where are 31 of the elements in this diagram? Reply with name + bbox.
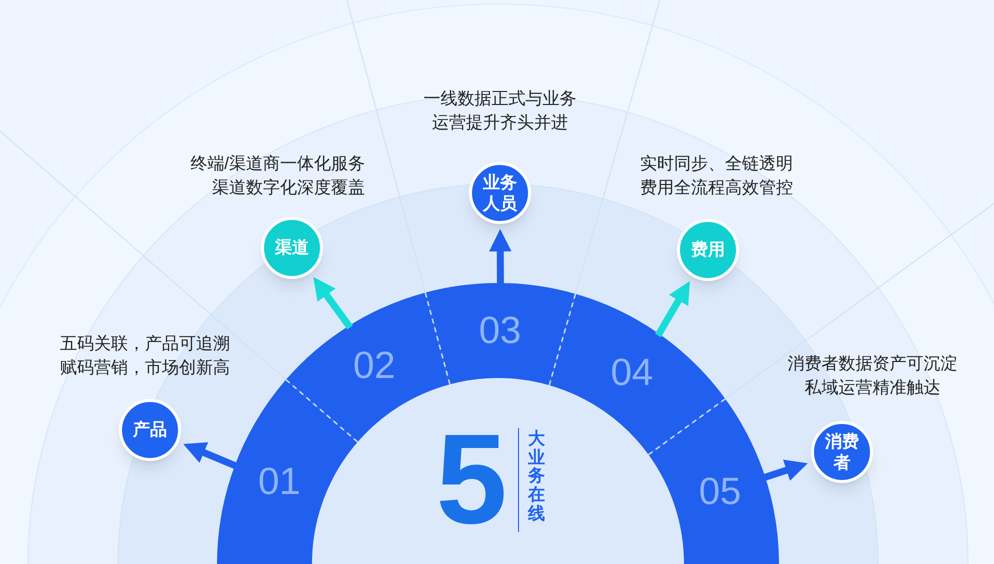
description-text: 费用全流程高效管控 <box>640 177 794 198</box>
vertical-label: 大业务在线 <box>528 430 545 524</box>
ring-segment <box>217 379 358 564</box>
description-text: 赋码营销，市场创新高 <box>59 357 230 378</box>
ring-segment <box>549 293 726 455</box>
description-text: 五码关联，产品可追溯 <box>59 333 230 354</box>
circle-label: 费用 <box>690 239 726 261</box>
arrow <box>183 442 238 470</box>
circle-label: 消费者 <box>824 430 860 474</box>
ring-segment <box>425 283 576 386</box>
description-text: 私域运营精准触达 <box>804 377 942 398</box>
arrow <box>655 281 690 338</box>
description-text: 实时同步、全链透明 <box>640 153 794 174</box>
big-number: 5 <box>436 416 508 544</box>
segment-number: 05 <box>698 472 742 511</box>
ring-segment <box>648 398 779 564</box>
circle-label: 产品 <box>132 419 168 441</box>
segment-number: 04 <box>610 354 654 392</box>
arrow <box>762 460 808 482</box>
circle-label: 业务人员 <box>482 172 518 214</box>
arrow <box>313 277 353 330</box>
circle-label: 渠道 <box>274 237 310 259</box>
segment-number: 02 <box>353 346 396 385</box>
description-text: 终端/渠道商一体化服务 <box>189 153 365 174</box>
segment-number: 03 <box>478 312 522 350</box>
segment-number: 01 <box>258 463 300 502</box>
description-text: 消费者数据资产可沉淀 <box>786 353 958 374</box>
description-text: 渠道数字化深度覆盖 <box>211 177 365 198</box>
description-text: 运营提升齐头并进 <box>431 112 569 134</box>
description-text: 一线数据正式与业务 <box>422 88 578 110</box>
arrow <box>489 229 512 286</box>
